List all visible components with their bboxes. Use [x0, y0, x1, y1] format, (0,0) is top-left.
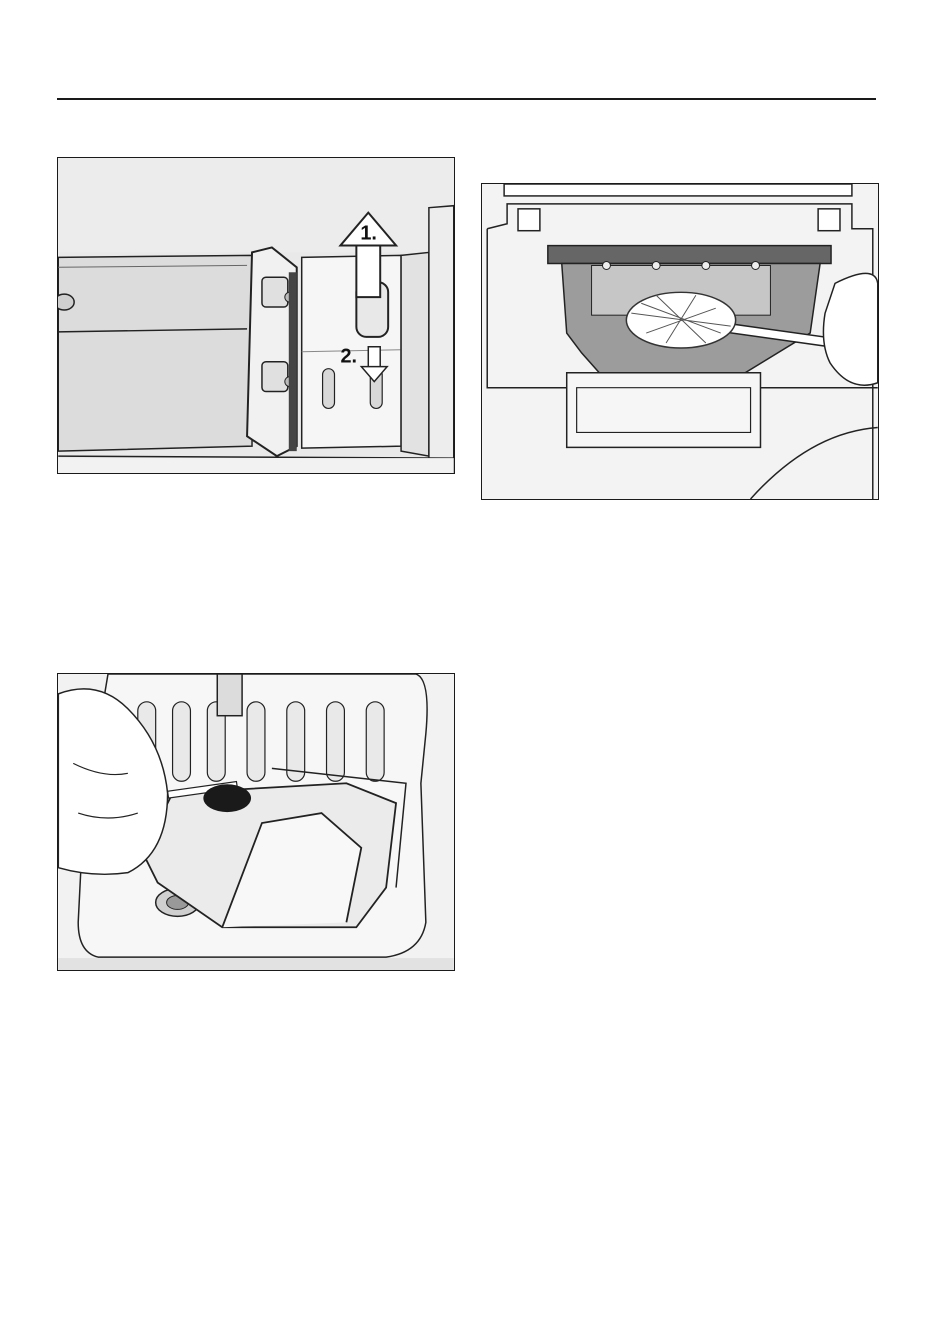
step-label-1: 1. [360, 222, 377, 244]
illustration-clean-insert-sink [57, 673, 455, 971]
illustration-remove-insert: 1. 2. [57, 157, 455, 474]
illustration-clean-housing [481, 183, 879, 500]
step-label-2: 2. [340, 346, 357, 368]
header-rule [57, 98, 876, 100]
